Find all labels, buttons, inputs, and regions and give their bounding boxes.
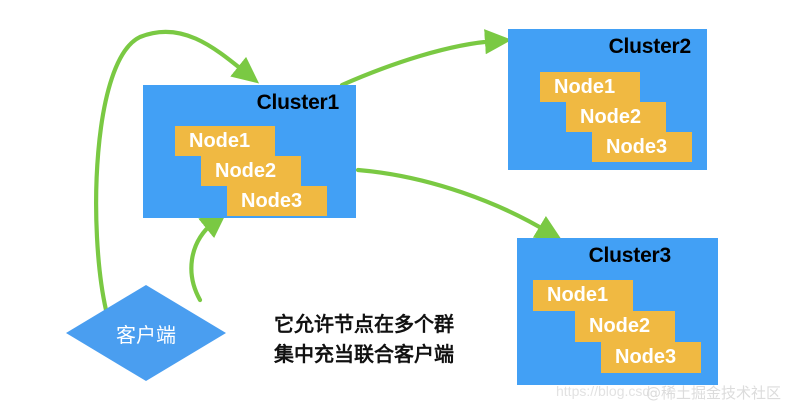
cluster-title-cluster3: Cluster3 [588,244,672,267]
client-label: 客户端 [116,322,176,347]
cluster-title-cluster2: Cluster2 [608,35,692,58]
node-label: Node3 [615,346,677,368]
node-label: Node3 [241,189,303,212]
client-node[interactable]: 客户端 [66,285,226,381]
node-box-cluster1-node1[interactable]: Node1 [175,126,275,156]
caption-line-1: 它允许节点在多个群 [274,312,454,336]
node-label: Node2 [589,315,651,337]
node-box-cluster3-node3[interactable]: Node3 [601,342,701,373]
watermark-brand: @稀土掘金技术社区 [646,384,782,402]
node-box-cluster2-node2[interactable]: Node2 [566,102,666,132]
node-box-cluster3-node2[interactable]: Node2 [575,311,675,342]
arrow-cluster1-to-cluster3 [355,167,563,241]
cluster-box-cluster3[interactable]: Cluster3 Node1 Node2 Node3 [517,238,718,385]
diamond-icon [66,285,226,381]
cluster-box-cluster1[interactable]: Cluster1 Node1 Node2 Node3 [143,85,356,218]
cluster-box-cluster2[interactable]: Cluster2 Node1 Node2 Node3 [508,29,707,170]
node-label: Node2 [580,105,642,128]
node-label: Node3 [606,135,668,158]
node-box-cluster3-node1[interactable]: Node1 [533,280,633,311]
cluster-title-cluster1: Cluster1 [256,91,340,114]
node-box-cluster2-node3[interactable]: Node3 [592,132,692,162]
node-label: Node1 [554,75,616,98]
arrow-cluster1-to-cluster2 [339,29,512,88]
node-label: Node1 [547,284,609,306]
node-box-cluster1-node2[interactable]: Node2 [201,156,301,186]
node-label: Node1 [189,129,251,152]
node-box-cluster1-node3[interactable]: Node3 [227,186,327,216]
watermark-url: https://blog.csd [556,383,651,399]
node-label: Node2 [215,159,277,182]
caption-line-2: 集中充当联合客户端 [274,342,454,366]
node-box-cluster2-node1[interactable]: Node1 [540,72,640,102]
